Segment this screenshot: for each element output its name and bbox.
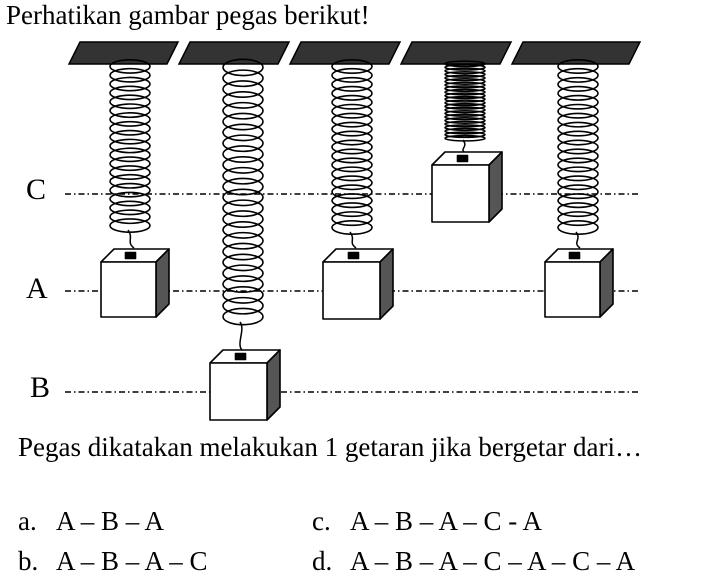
weight-5 bbox=[544, 248, 614, 318]
option-text: A – B – A – C – A – C – A bbox=[350, 546, 636, 576]
weight-2 bbox=[209, 349, 281, 421]
label-a: A bbox=[26, 272, 48, 305]
spring-3 bbox=[331, 58, 373, 236]
spring-5 bbox=[557, 58, 599, 236]
option-text: A – B – A – C bbox=[56, 546, 208, 576]
option-letter: a. bbox=[18, 506, 37, 536]
option-letter: c. bbox=[312, 506, 331, 536]
label-c: C bbox=[26, 173, 47, 206]
option-b[interactable]: b. A – B – A – C bbox=[18, 546, 208, 577]
option-a[interactable]: a. A – B – A bbox=[18, 506, 164, 537]
spring-1 bbox=[109, 58, 151, 234]
ceiling-blocks bbox=[67, 41, 642, 65]
question-text: Pegas dikatakan melakukan 1 getaran jika… bbox=[18, 432, 643, 462]
spring-3-hook bbox=[349, 231, 357, 249]
spring-2 bbox=[222, 58, 264, 326]
weights bbox=[100, 151, 614, 421]
page-title: Perhatikan gambar pegas berikut! bbox=[6, 0, 370, 30]
spring-diagram bbox=[65, 41, 642, 421]
option-letter: d. bbox=[312, 546, 333, 576]
weight-3 bbox=[322, 248, 394, 320]
option-text: A – B – A – C - A bbox=[350, 506, 543, 536]
spring-4 bbox=[444, 60, 486, 142]
weight-4 bbox=[431, 151, 503, 223]
option-letter: b. bbox=[18, 546, 39, 576]
spring-5-hook bbox=[575, 231, 581, 249]
option-d[interactable]: d. A – B – A – C – A – C – A bbox=[312, 546, 635, 577]
spring-1-hook bbox=[127, 229, 135, 249]
weight-1 bbox=[100, 248, 170, 318]
option-c[interactable]: c. A – B – A – C - A bbox=[312, 506, 542, 537]
springs bbox=[109, 58, 599, 352]
label-b: B bbox=[30, 371, 51, 404]
spring-2-hook bbox=[239, 321, 244, 352]
option-text: A – B – A bbox=[56, 506, 165, 536]
